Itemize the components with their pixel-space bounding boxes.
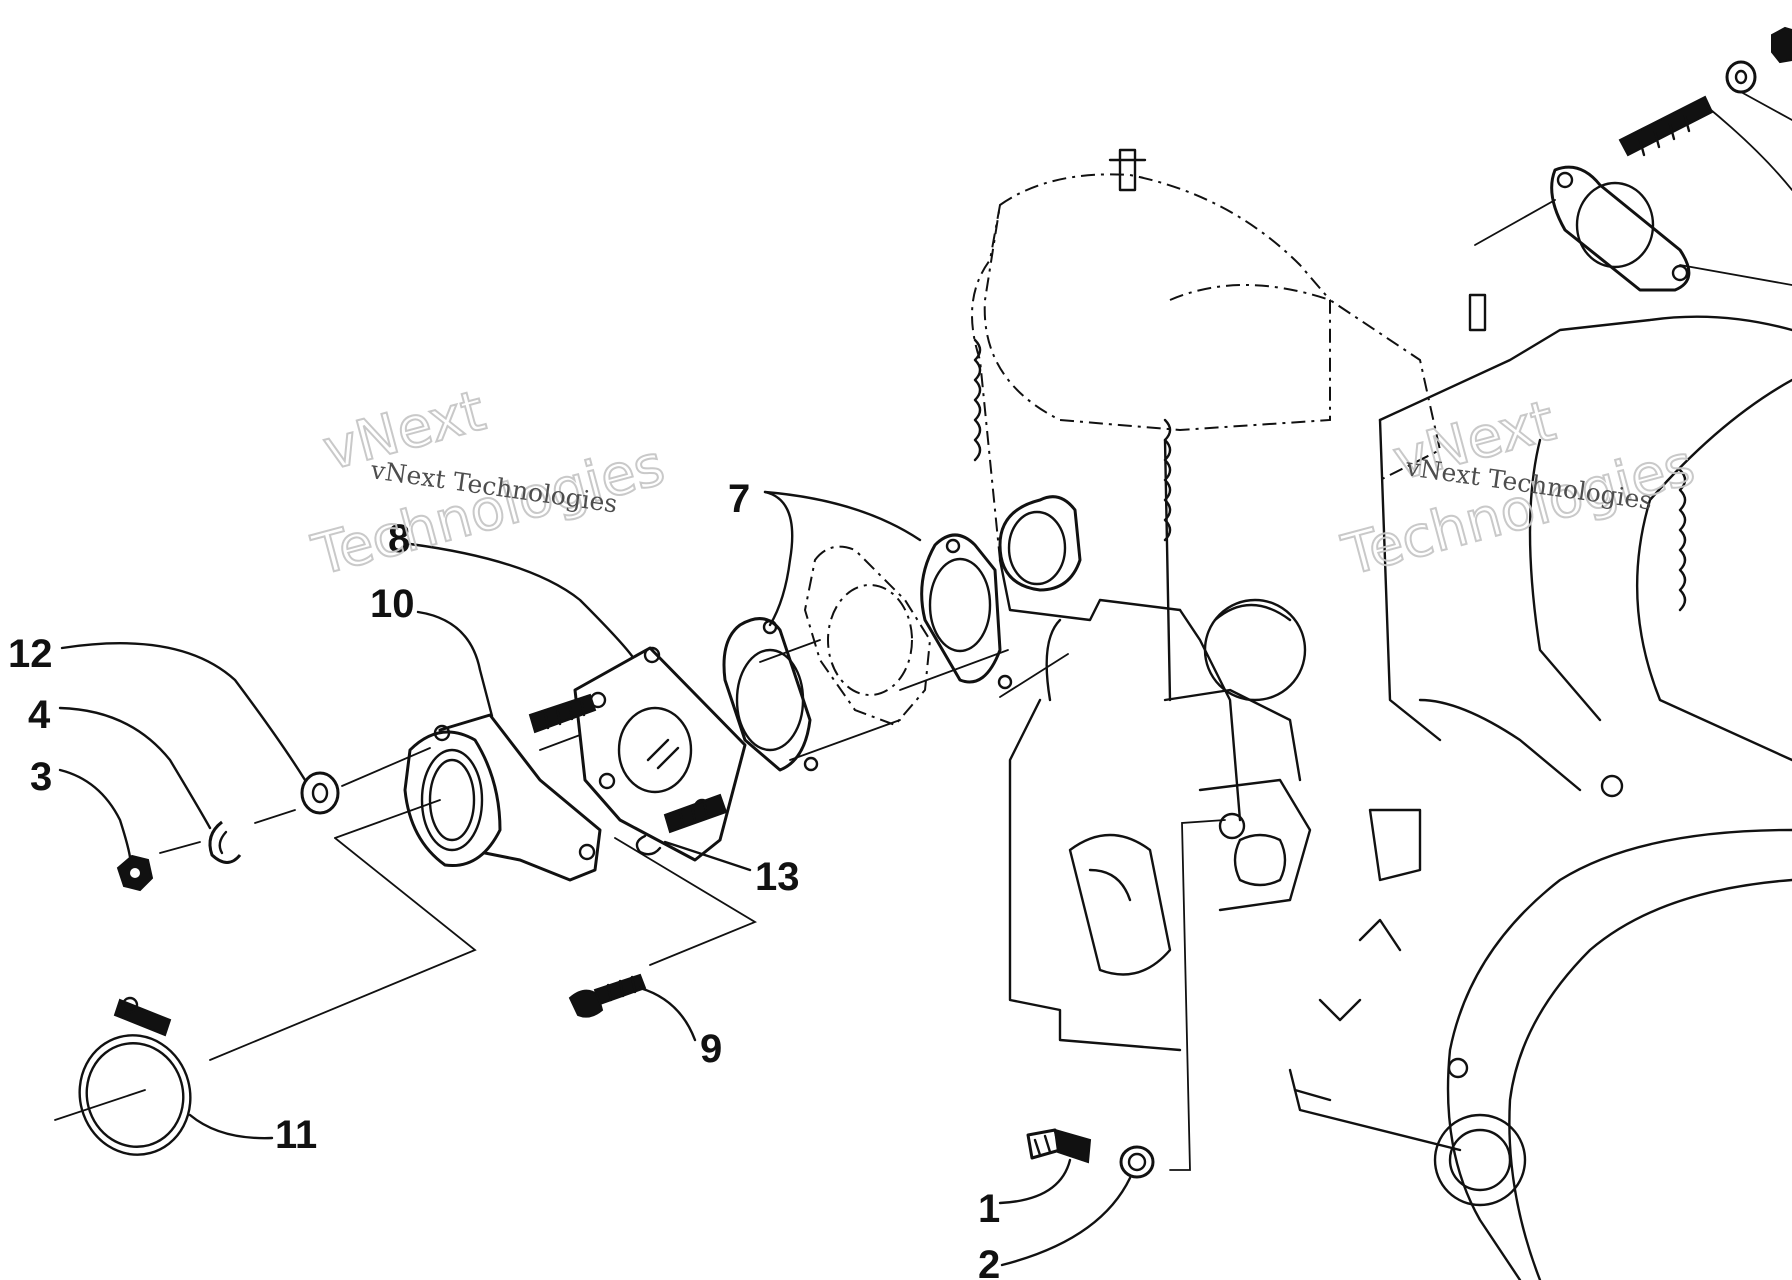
washer-top-right: [1725, 60, 1757, 94]
stud-upper: [528, 693, 597, 734]
lock-washer-4: [208, 820, 242, 864]
callout-10: 10: [370, 582, 415, 626]
callout-13: 13: [755, 855, 800, 899]
gasket-set: [722, 495, 1082, 772]
callout-4: 4: [28, 693, 51, 737]
hose-clamp-11: [78, 996, 192, 1156]
callout-7: 7: [728, 477, 750, 521]
leader-9: [638, 986, 697, 1042]
stud-lower: [663, 793, 728, 834]
washer-12: [300, 771, 340, 815]
callout-12: 12: [8, 632, 53, 676]
fitting-1: [1026, 1128, 1092, 1164]
leader-3: [58, 768, 132, 859]
callout-11: 11: [275, 1113, 317, 1157]
leader-4: [58, 706, 212, 830]
callout-9: 9: [700, 1027, 722, 1071]
leader-10: [416, 610, 494, 718]
flange-plate: [573, 646, 747, 862]
leader-8: [408, 542, 634, 658]
nut-3: [116, 854, 154, 892]
screw-9: [568, 973, 647, 1018]
leader-2: [1000, 1176, 1132, 1267]
alignment-lines: [54, 91, 1792, 1171]
watermark-left: vNext Technologies vNext Technologies: [305, 377, 672, 589]
leader-12: [60, 642, 307, 782]
callout-1: 1: [978, 1187, 1000, 1231]
leader-1: [998, 1158, 1072, 1205]
callout-8: 8: [388, 517, 410, 561]
leader-11: [188, 1113, 274, 1140]
callout-3: 3: [30, 755, 52, 799]
exhaust-manifold: [403, 713, 602, 882]
leader-13: [663, 840, 752, 872]
callout-2: 2: [978, 1243, 1000, 1280]
gasket-top-right: [1550, 165, 1691, 292]
watermark-right: vNext Technologies vNext Technologies: [1335, 387, 1702, 589]
leader-lines: [58, 490, 1132, 1267]
leader-7b: [763, 490, 922, 542]
engine-block: [971, 148, 1792, 1280]
stud-top-right: [1618, 95, 1714, 157]
o-ring-2: [1119, 1145, 1155, 1179]
callouts: 12 4 3 10 8 7 13 9 11 1 2: [8, 477, 1000, 1280]
nut-top-right: [1771, 26, 1792, 64]
leader-7a: [763, 490, 794, 627]
